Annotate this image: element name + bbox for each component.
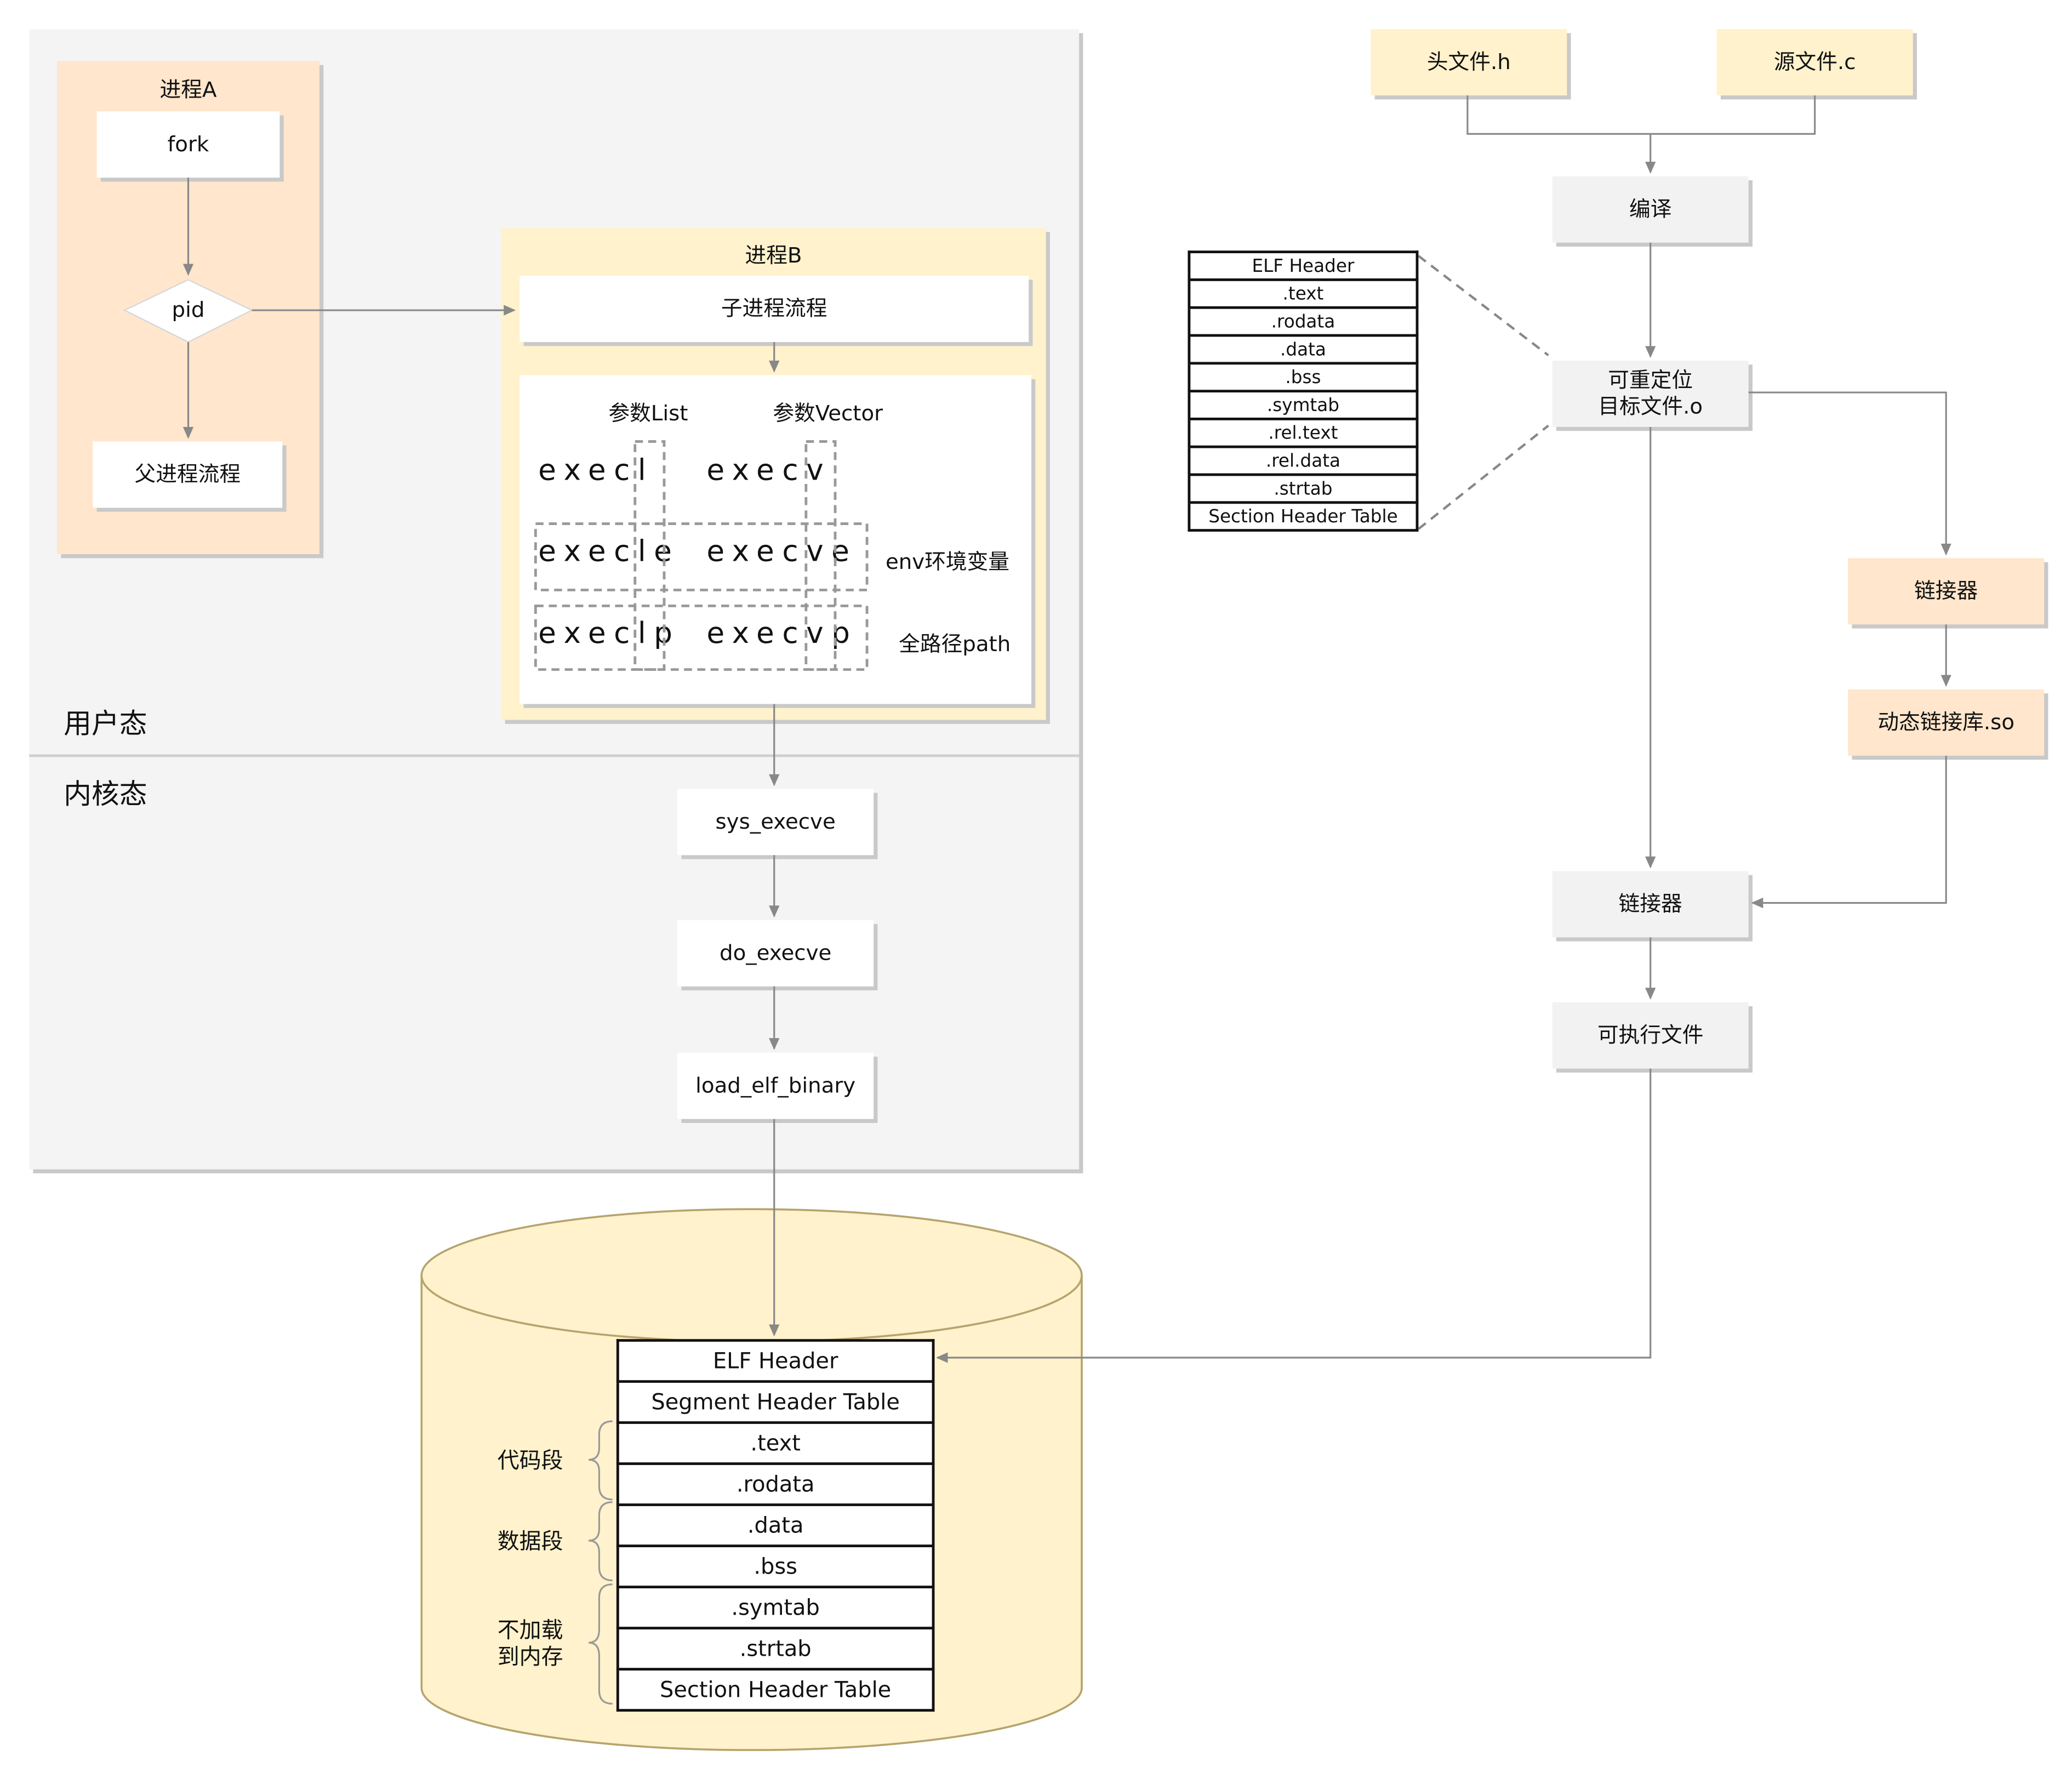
section-cell: .strtab [616, 1627, 935, 1671]
table-row: .symtab [1188, 390, 1419, 420]
executable-file-box[interactable]: 可执行文件 [1552, 1002, 1749, 1069]
exec-left-3: execlp [538, 618, 681, 651]
fork-box[interactable]: fork [96, 111, 280, 178]
edge-reloc-linker-top [1748, 391, 1951, 556]
not-loaded-label: 不加载 到内存 [497, 1617, 563, 1669]
param-list-label: 参数List [608, 400, 688, 426]
sys-execve-box[interactable]: sys_execve [677, 789, 874, 856]
table-row: ELF Header [616, 1339, 935, 1383]
do-execve-box[interactable]: do_execve [677, 920, 874, 987]
linker-top-box[interactable]: 链接器 [1848, 558, 2045, 625]
zoom-line-top [1418, 255, 1549, 357]
edge-exec-elf [935, 1068, 1652, 1363]
dynamic-library-box[interactable]: 动态链接库.so [1848, 689, 2045, 756]
section-cell: .rel.text [1188, 418, 1419, 448]
pid-label: pid [172, 297, 205, 322]
section-cell: .rodata [616, 1462, 935, 1507]
zoom-line-bottom [1418, 424, 1549, 530]
param-vector-label: 参数Vector [773, 400, 883, 426]
section-cell: Segment Header Table [616, 1380, 935, 1424]
exec-left-2: execle [538, 535, 680, 569]
table-row: Segment Header Table [616, 1380, 935, 1424]
section-cell: .text [616, 1421, 935, 1466]
relocatable-object-box[interactable]: 可重定位 目标文件.o [1552, 360, 1749, 427]
linker-main-box[interactable]: 链接器 [1552, 871, 1749, 938]
load-elf-binary-box[interactable]: load_elf_binary [677, 1052, 874, 1119]
table-row: .bss [616, 1544, 935, 1589]
data-segment-label: 数据段 [497, 1529, 563, 1554]
table-row: .bss [1188, 362, 1419, 393]
header-file-box[interactable]: 头文件.h [1371, 29, 1567, 96]
parent-flow-box[interactable]: 父进程流程 [93, 441, 283, 508]
kernel-mode-label: 内核态 [64, 778, 147, 811]
env-note: env环境变量 [885, 549, 1010, 574]
path-note: 全路径path [899, 631, 1011, 657]
edge-so-linker-main [1751, 755, 1947, 909]
section-cell: .bss [1188, 362, 1419, 393]
code-segment-label: 代码段 [497, 1447, 563, 1473]
exec-family-panel [520, 375, 1032, 704]
edge-source-compile [1650, 95, 1816, 135]
section-cell: .rel.data [1188, 445, 1419, 476]
section-cell: .data [616, 1503, 935, 1548]
exec-right-2: execve [706, 535, 858, 569]
relocatable-section-table: ELF Header .text .rodata .data .bss .sym… [1188, 250, 1419, 532]
table-row: .rodata [1188, 306, 1419, 337]
table-row: Section Header Table [1188, 501, 1419, 532]
section-cell: .symtab [616, 1586, 935, 1630]
child-flow-box[interactable]: 子进程流程 [520, 276, 1029, 343]
section-cell: .bss [616, 1544, 935, 1589]
table-row: .strtab [616, 1627, 935, 1671]
edge-header-compile [1466, 95, 1651, 135]
section-cell: .strtab [1188, 473, 1419, 504]
section-cell: Section Header Table [1188, 501, 1419, 532]
table-row: .rel.data [1188, 445, 1419, 476]
table-row: .strtab [1188, 473, 1419, 504]
table-row: .text [1188, 278, 1419, 309]
table-row: ELF Header [1188, 250, 1419, 281]
exec-dashed-frames [534, 440, 869, 671]
table-row: .text [616, 1421, 935, 1466]
table-row: .rel.text [1188, 418, 1419, 448]
section-cell: .rodata [1188, 306, 1419, 337]
not-loaded-brace [588, 1583, 613, 1705]
exec-right-3: execvp [706, 618, 858, 651]
table-row: .data [1188, 334, 1419, 365]
executable-section-table: ELF Header Segment Header Table .text .r… [616, 1339, 935, 1712]
source-file-box[interactable]: 源文件.c [1716, 29, 1913, 96]
table-row: Section Header Table [616, 1668, 935, 1712]
code-segment-brace [588, 1420, 613, 1501]
exec-right-1: execv [706, 454, 832, 488]
section-cell: ELF Header [616, 1339, 935, 1383]
user-mode-label: 用户态 [64, 708, 147, 740]
data-segment-brace [588, 1501, 613, 1582]
process-a-title: 进程A [159, 77, 217, 102]
section-cell: .text [1188, 278, 1419, 309]
table-row: .rodata [616, 1462, 935, 1507]
section-cell: .data [1188, 334, 1419, 365]
exec-left-1: execl [538, 454, 654, 488]
section-cell: Section Header Table [616, 1668, 935, 1712]
process-b-title: 进程B [745, 242, 802, 268]
section-cell: ELF Header [1188, 250, 1419, 281]
table-row: .symtab [616, 1586, 935, 1630]
section-cell: .symtab [1188, 390, 1419, 420]
compile-box[interactable]: 编译 [1552, 176, 1749, 243]
segment-braces [588, 1420, 613, 1705]
mode-divider [29, 754, 1080, 757]
table-row: .data [616, 1503, 935, 1548]
